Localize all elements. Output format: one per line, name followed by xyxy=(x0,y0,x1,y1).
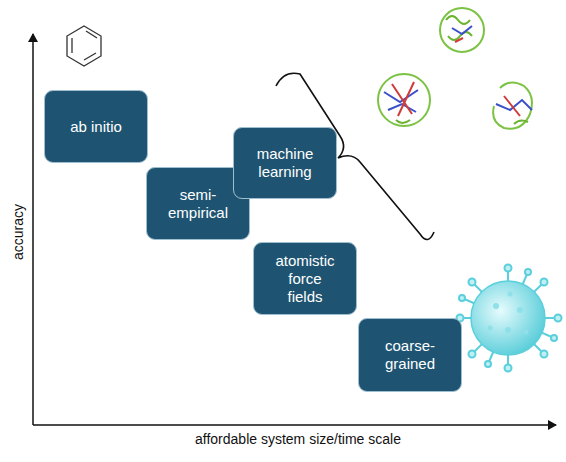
protein-icon xyxy=(378,74,430,126)
protein-icon xyxy=(493,82,532,128)
axis-label: affordable system size/time scale xyxy=(195,431,401,447)
method-box: ab initio xyxy=(44,90,148,163)
benzene-icon xyxy=(67,26,101,66)
axis-label: accuracy xyxy=(10,204,26,260)
x-axis xyxy=(33,424,556,426)
method-box: machine learning xyxy=(233,127,337,199)
box-label: semi-empirical xyxy=(157,186,239,222)
method-box: coarse-grained xyxy=(358,318,462,392)
method-box: atomistic force fields xyxy=(253,242,357,315)
y-axis xyxy=(32,34,34,425)
virus-icon xyxy=(457,265,562,372)
box-label: coarse-grained xyxy=(369,337,451,373)
box-label: ab initio xyxy=(51,118,141,136)
box-label: atomistic force fields xyxy=(269,252,341,306)
box-label: machine learning xyxy=(249,145,321,181)
protein-icon xyxy=(440,8,484,52)
